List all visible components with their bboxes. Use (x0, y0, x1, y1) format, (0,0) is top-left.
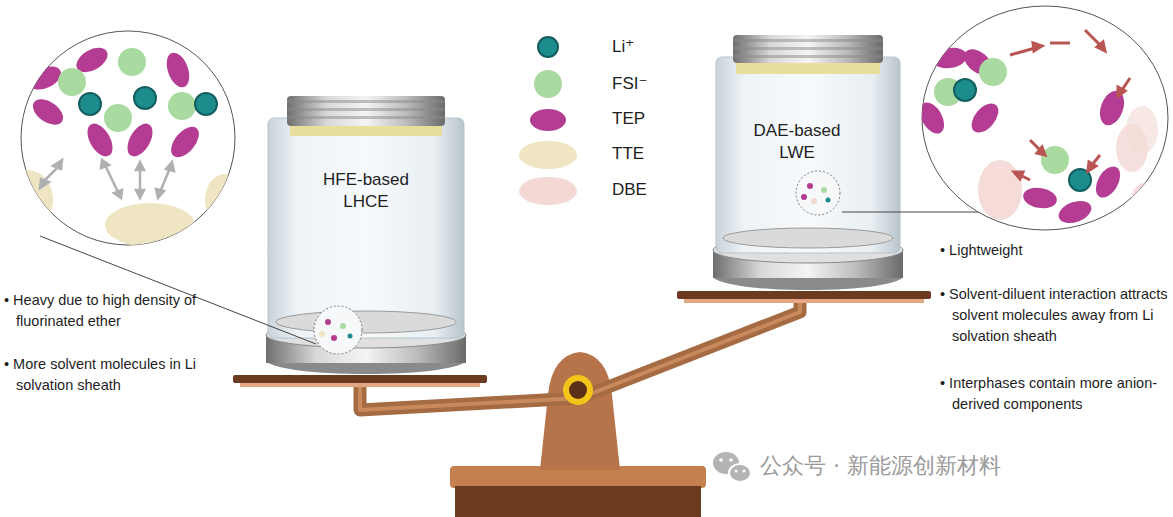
battery-label: HFE-based LHCE (272, 160, 460, 222)
legend-text: TTE (612, 144, 644, 164)
legend-text: Li⁺ (612, 36, 634, 57)
legend-text: DBE (612, 180, 647, 200)
legend-swatch (530, 109, 566, 131)
watermark: 公众号 · 新能源创新材料 (760, 451, 1001, 481)
battery-name: DAE-based LWE (737, 120, 857, 164)
legend-text: TEP (612, 109, 645, 129)
battery-label: DAE-based LWE (722, 112, 872, 172)
zoom-left (3, 31, 245, 247)
battery-name: HFE-based LHCE (306, 169, 426, 213)
bullet-note: • More solvent molecules in Li solvation… (4, 354, 236, 396)
legend-text: FSI⁻ (612, 73, 647, 94)
legend-swatch (519, 177, 577, 205)
wechat-icon (713, 452, 751, 482)
bullet-note: • Solvent-diluent interaction attracts s… (940, 284, 1168, 347)
legend-swatch (534, 70, 562, 98)
battery-right (713, 35, 903, 290)
bullet-note: • Heavy due to high density of fluorinat… (4, 290, 236, 332)
legend-swatch (537, 36, 559, 58)
scale (233, 291, 931, 517)
legend-swatch (519, 141, 577, 169)
battery-left (266, 96, 466, 374)
bullet-note: • Lightweight (940, 240, 1168, 261)
zoom-right (915, 6, 1168, 230)
bullet-note: • Interphases contain more anion-derived… (940, 373, 1168, 415)
